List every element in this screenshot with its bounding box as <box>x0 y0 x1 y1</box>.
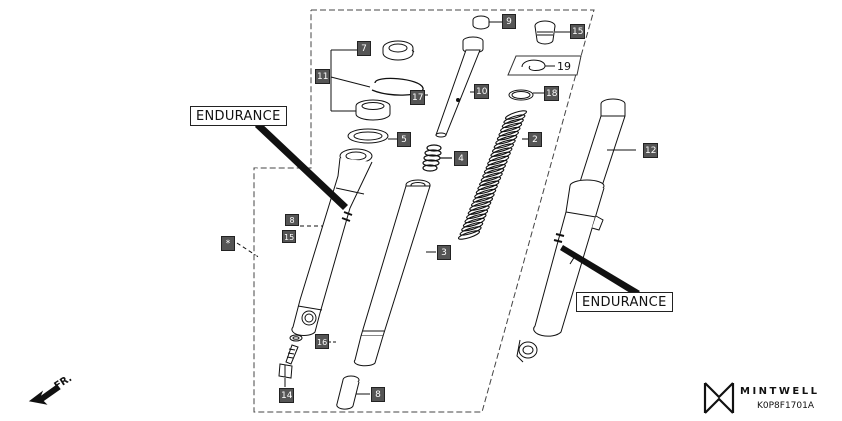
spring-coil <box>470 197 494 207</box>
spring-coil <box>459 226 482 236</box>
spring-coil <box>479 176 502 186</box>
spring-coil <box>472 193 495 203</box>
callout-12[interactable]: 12 <box>643 143 659 158</box>
callout-14[interactable]: 14 <box>279 388 295 403</box>
callout-9[interactable]: 9 <box>502 14 516 29</box>
spring-coil <box>466 209 489 220</box>
spring-coil <box>490 147 513 157</box>
endurance-tag-right: ENDURANCE <box>576 292 673 312</box>
spring-coil <box>457 230 481 240</box>
spring-coil <box>504 110 528 120</box>
spring-coil <box>477 180 500 191</box>
callout-2[interactable]: 2 <box>528 132 542 147</box>
callout-11[interactable]: 11 <box>315 69 331 84</box>
brand-name: MINTWELL <box>740 386 820 397</box>
brand-block: MINTWELL K0P8F1701A <box>702 380 832 414</box>
spring-coil <box>474 188 497 199</box>
part-14-bolt <box>278 344 299 387</box>
part-9-nut <box>472 15 502 30</box>
spring-coil <box>482 168 505 178</box>
part-8-slider <box>336 375 370 410</box>
diagram-ref-code: K0P8F1701A <box>757 401 815 411</box>
spring-coil <box>462 217 485 228</box>
spring-coil <box>501 118 524 129</box>
part-4-spring <box>422 144 452 172</box>
callout-small-15[interactable]: 15 <box>282 230 297 243</box>
spring-coil <box>500 122 523 133</box>
front-direction-arrow <box>28 384 61 405</box>
callout-8[interactable]: 8 <box>371 387 385 402</box>
spring-coil <box>464 213 487 224</box>
spring-coil <box>480 172 503 182</box>
part-10-damper-rod <box>435 36 484 138</box>
callout-17[interactable]: 17 <box>410 90 426 105</box>
callout-16[interactable]: 16 <box>315 334 330 349</box>
brand-logo-mark <box>703 382 735 414</box>
left-outer-tube <box>291 148 373 337</box>
spring-coil <box>496 130 519 141</box>
spring-coil <box>467 205 490 215</box>
spring-coil <box>495 135 518 145</box>
arrow-right <box>560 245 640 296</box>
spring-coil <box>469 201 492 211</box>
arrow-left <box>255 121 348 210</box>
part-7-oil-seal <box>382 40 415 61</box>
spring-coil <box>485 159 508 170</box>
part-11-dust-seal <box>355 99 391 121</box>
part-12-fork-assembly <box>516 98 636 363</box>
callout-5[interactable]: 5 <box>397 132 411 147</box>
part-5-ring <box>347 128 400 144</box>
part-18-oring <box>508 89 545 101</box>
callout-19[interactable]: 19 <box>557 60 571 73</box>
spring-coil <box>488 151 511 162</box>
callout-7[interactable]: 7 <box>357 41 371 56</box>
callout-15[interactable]: 15 <box>570 24 586 39</box>
part-16-washer <box>289 334 303 342</box>
part-19-circlip <box>507 55 582 76</box>
callout-3[interactable]: 3 <box>437 245 451 260</box>
spring-coil <box>475 184 498 195</box>
spring-coil <box>483 164 506 174</box>
callout-18[interactable]: 18 <box>544 86 560 101</box>
callout-upper-small[interactable]: 8 <box>285 214 299 226</box>
spring-coil <box>487 155 510 166</box>
spring-coil <box>498 126 521 137</box>
spring-coil <box>491 143 515 153</box>
callout-star[interactable]: * <box>221 236 235 251</box>
callout-10[interactable]: 10 <box>474 84 490 99</box>
spring-coil <box>461 221 484 232</box>
spring-coil <box>503 114 526 124</box>
part-2-fork-spring <box>457 110 529 240</box>
part-3-inner-tube <box>353 179 436 367</box>
endurance-tag-left: ENDURANCE <box>190 106 287 126</box>
part-15-cap-bolt <box>534 20 570 45</box>
spring-coil <box>493 139 516 149</box>
callout-4[interactable]: 4 <box>454 151 468 166</box>
